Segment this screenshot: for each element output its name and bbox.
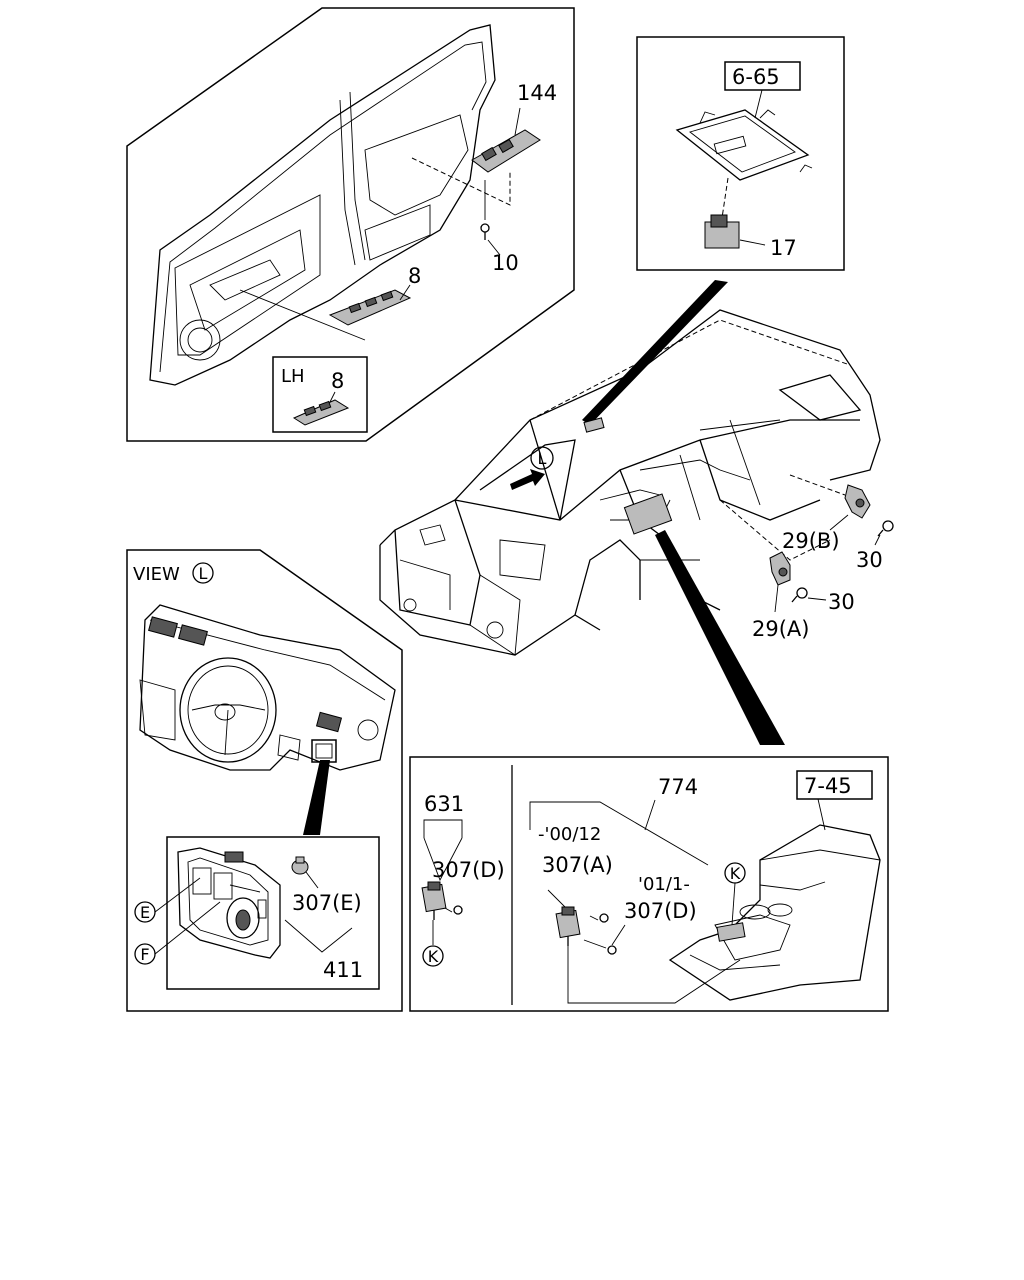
label-144: 144: [517, 81, 557, 105]
label-631: 631: [424, 792, 464, 816]
console-leader: [655, 530, 785, 745]
switch-307d-left: [421, 881, 447, 920]
label-17: 17: [770, 236, 797, 260]
label-411: 411: [323, 958, 363, 982]
circle-f: F: [140, 945, 149, 964]
roof-lamp-location: [583, 417, 605, 433]
door-switch-29b: 29(B) 30: [782, 474, 894, 572]
label-10: 10: [492, 251, 519, 275]
door-switch-29a: 29(A) 30: [752, 551, 855, 641]
roof-lamp-switch-17: [704, 214, 740, 249]
console-panel: 631 307(D) K 7-45 K: [409, 756, 889, 1012]
dash-leader: [303, 760, 330, 835]
date-late: '01/1-: [638, 874, 690, 895]
door-panel: 144 10 8 LH 8: [126, 7, 575, 442]
label-307d-console: 307(D): [624, 899, 697, 923]
label-774: 774: [658, 775, 698, 799]
date-early: -'00/12: [538, 824, 601, 845]
label-307a: 307(A): [542, 853, 613, 877]
label-lh-8: 8: [331, 369, 344, 393]
switch-307-console: [555, 906, 581, 946]
circle-e: E: [140, 903, 150, 922]
label-29a: 29(A): [752, 617, 809, 641]
roof-lamp-panel: 6-65 17: [636, 36, 845, 271]
label-307d-left: 307(D): [432, 858, 505, 882]
power-window-switch-8: [328, 289, 412, 326]
lh-tag: LH: [281, 366, 305, 387]
view-circle-l: L: [199, 564, 208, 583]
vehicle-body: L: [379, 309, 881, 656]
label-307e: 307(E): [292, 891, 362, 915]
ref-6-65: 6-65: [732, 65, 780, 89]
view-l-panel: VIEW L: [126, 549, 403, 1012]
view-label: VIEW: [133, 564, 180, 585]
label-30-a: 30: [828, 590, 855, 614]
label-8: 8: [408, 264, 421, 288]
console-circle-k: K: [730, 864, 741, 883]
left-circle-k: K: [428, 947, 439, 966]
screw-10: [480, 223, 490, 240]
label-30-b: 30: [856, 548, 883, 572]
ref-7-45: 7-45: [804, 774, 852, 798]
label-29b: 29(B): [782, 529, 840, 553]
roof-leader: [582, 280, 728, 425]
bulb-307e: [291, 856, 309, 875]
lh-inset: LH 8: [272, 356, 368, 433]
console-location: [623, 493, 673, 535]
center-console: [668, 824, 881, 1001]
view-arrow: [510, 469, 545, 490]
power-window-switch-144: [471, 129, 541, 173]
dash-switch-panel-411: [177, 847, 281, 959]
body-circle-l: L: [538, 449, 547, 468]
